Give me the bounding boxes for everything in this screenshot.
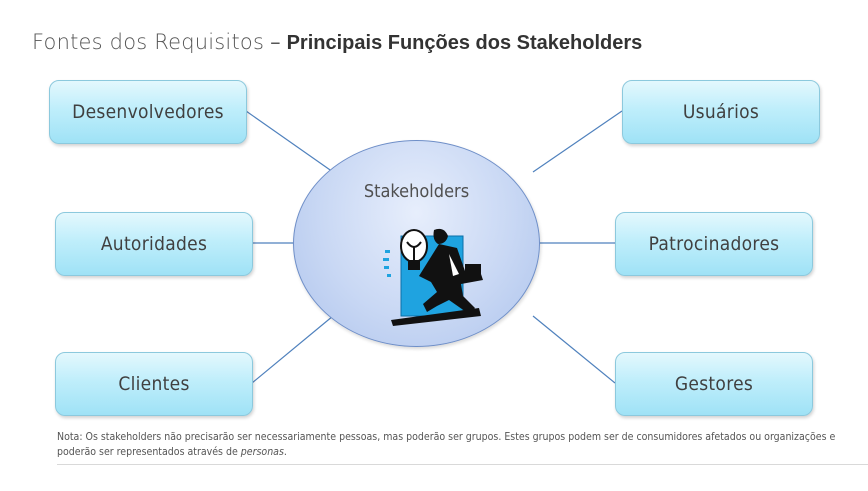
center-label: Stakeholders <box>363 181 470 202</box>
footnote-end: . <box>283 446 287 458</box>
node-usuarios: Usuários <box>622 80 820 144</box>
title-part2: Principais Funções dos Stakeholders <box>286 32 643 54</box>
node-clientes: Clientes <box>55 352 253 416</box>
slide-title: Fontes dos Requisitos–Principais Funções… <box>32 30 642 55</box>
connector-usuarios <box>532 110 623 173</box>
bottom-rule <box>57 464 868 465</box>
connector-clientes <box>251 315 334 384</box>
node-patrocinadores: Patrocinadores <box>615 212 813 276</box>
footnote-emphasis: personas <box>240 446 284 458</box>
node-desenvolvedores: Desenvolvedores <box>49 80 247 144</box>
title-part1: Fontes dos Requisitos <box>32 30 265 54</box>
businessman-lightbulb-icon <box>383 228 483 326</box>
footnote: Nota: Os stakeholders não precisarão ser… <box>57 430 837 460</box>
node-gestores: Gestores <box>615 352 813 416</box>
connector-gestores <box>532 315 616 384</box>
center-ellipse: Stakeholders <box>293 140 540 347</box>
title-separator: – <box>270 30 281 54</box>
node-autoridades: Autoridades <box>55 212 253 276</box>
connector-desenvolvedores <box>245 110 334 173</box>
footnote-text: Nota: Os stakeholders não precisarão ser… <box>57 431 836 458</box>
